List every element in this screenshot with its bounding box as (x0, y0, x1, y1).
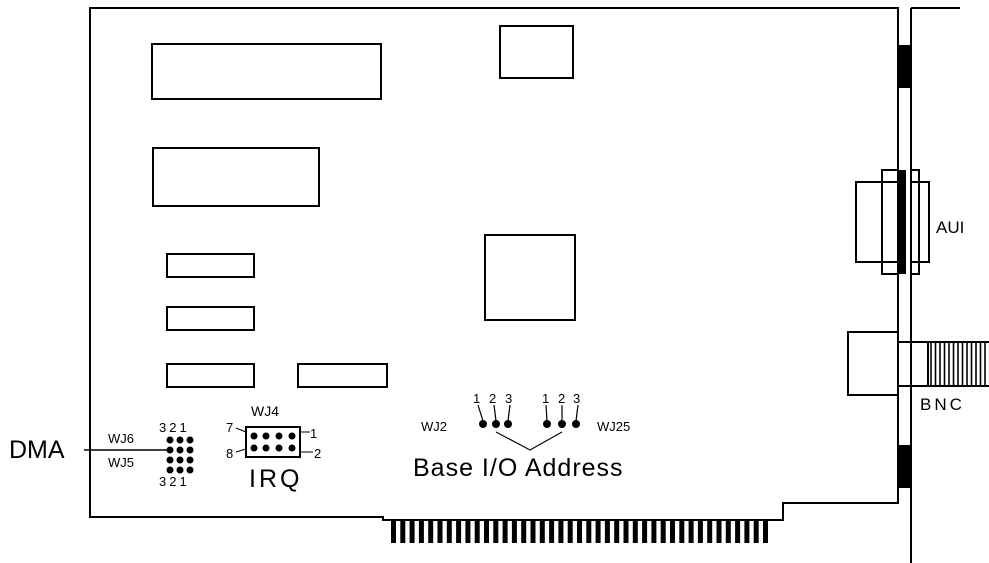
edge-finger (502, 521, 508, 543)
edge-finger (484, 521, 489, 543)
edge-finger (725, 521, 731, 543)
irq-jumper-block (245, 426, 301, 458)
wj5-label: WJ5 (108, 455, 134, 470)
edge-finger (558, 521, 564, 543)
chip-small-2 (166, 306, 255, 331)
dma-top-pin-numbers: 321 (159, 420, 190, 435)
edge-finger (586, 521, 592, 543)
irq-jumper-pins (250, 432, 296, 452)
edge-finger (577, 521, 582, 543)
dma-label: DMA (9, 436, 65, 464)
wj2-pin-1: 1 (473, 391, 480, 406)
edge-finger (530, 521, 536, 543)
edge-finger (409, 521, 415, 543)
edge-finger (549, 521, 555, 543)
chip-large-2 (152, 147, 320, 207)
edge-finger (428, 521, 434, 543)
chip-small-1 (166, 253, 255, 278)
wj25-pin-1: 1 (542, 391, 549, 406)
chip-large-1 (151, 43, 382, 100)
edge-finger (437, 521, 443, 543)
dma-jumper-pins (166, 436, 194, 474)
edge-finger (753, 521, 759, 543)
wj6-label: WJ6 (108, 431, 134, 446)
wj2-label: WJ2 (421, 419, 447, 434)
bnc-connector (847, 331, 989, 396)
wj25-pin-3: 3 (573, 391, 580, 406)
wj25-jumper-pins (543, 420, 580, 428)
edge-finger (763, 521, 768, 543)
chip-small-3 (166, 363, 255, 388)
wj25-label: WJ25 (597, 419, 630, 434)
edge-connector (391, 521, 768, 543)
edge-finger (697, 521, 703, 543)
wj25-pin-2: 2 (558, 391, 565, 406)
edge-finger (707, 521, 713, 543)
base-io-pointer-lines (495, 431, 563, 451)
bnc-label: BNC (920, 395, 965, 414)
edge-finger (660, 521, 666, 543)
irq-pin-7: 7 (226, 420, 233, 435)
board-outline (89, 7, 899, 521)
chip-small-4 (297, 363, 388, 388)
mounting-bracket (898, 7, 960, 563)
edge-finger (632, 521, 638, 543)
chip-small-top (499, 25, 574, 79)
base-io-pin-leads (477, 404, 579, 422)
edge-finger (521, 521, 527, 543)
edge-finger (716, 521, 722, 543)
edge-finger (623, 521, 629, 543)
edge-finger (465, 521, 471, 543)
wj2-pin-2: 2 (489, 391, 496, 406)
wj2-jumper-pins (479, 420, 512, 428)
edge-finger (595, 521, 601, 543)
edge-finger (400, 521, 406, 543)
edge-finger (604, 521, 610, 543)
irq-pin-2: 2 (314, 446, 321, 461)
aui-connector (855, 169, 930, 275)
edge-finger (493, 521, 499, 543)
irq-label: IRQ (249, 465, 302, 493)
edge-finger (642, 521, 648, 543)
edge-finger (539, 521, 545, 543)
edge-finger (679, 521, 685, 543)
edge-finger (688, 521, 694, 543)
base-io-label: Base I/O Address (413, 454, 624, 482)
edge-finger (456, 521, 462, 543)
edge-finger (735, 521, 741, 543)
edge-finger (511, 521, 517, 543)
edge-finger (614, 521, 620, 543)
edge-finger (567, 521, 573, 543)
edge-finger (418, 521, 424, 543)
edge-finger (670, 521, 675, 543)
dma-bottom-pin-numbers: 321 (159, 474, 190, 489)
edge-finger (651, 521, 657, 543)
edge-finger (446, 521, 452, 543)
edge-finger (474, 521, 480, 543)
edge-finger (744, 521, 750, 543)
wj4-label: WJ4 (251, 403, 279, 419)
irq-pin-1: 1 (310, 426, 317, 441)
aui-label: AUI (936, 218, 964, 237)
wj2-pin-3: 3 (505, 391, 512, 406)
irq-pin-8: 8 (226, 446, 233, 461)
chip-square-center (484, 234, 576, 321)
edge-finger (391, 521, 396, 543)
